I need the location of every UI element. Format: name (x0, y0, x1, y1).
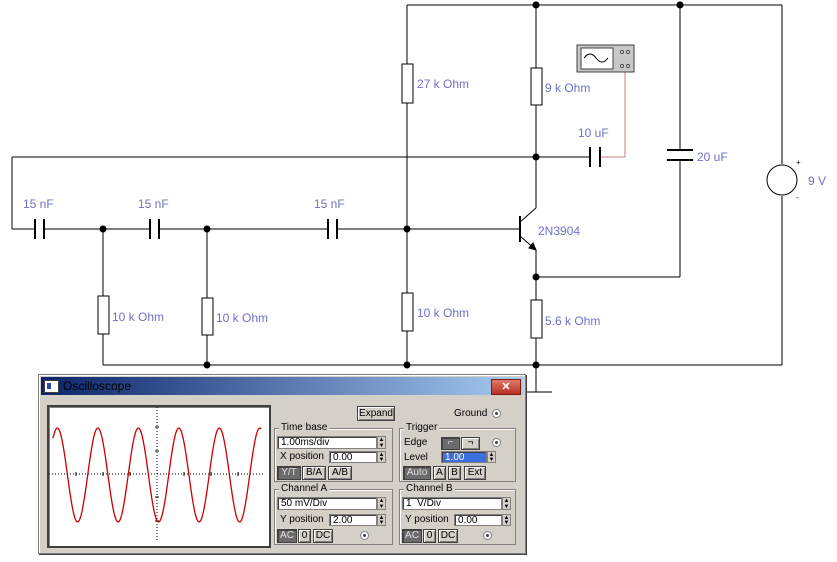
label-9v: 9 V (808, 174, 826, 188)
channel-b-scale-field[interactable]: 1 V/Div (402, 497, 502, 510)
capacitor-20uf (667, 149, 693, 161)
time-base-spinner[interactable]: ▲▼ (377, 436, 386, 449)
trigger-level-spinner[interactable]: ▲▼ (487, 451, 496, 463)
trigger-b-button[interactable]: B (448, 466, 461, 480)
label-27k: 27 k Ohm (417, 77, 469, 91)
channel-b-ac-button[interactable]: AC (402, 529, 422, 543)
label-5-6k: 5.6 k Ohm (545, 314, 600, 328)
label-10k-3: 10 k Ohm (417, 306, 469, 320)
channel-b-y-position-field[interactable]: 0.00 (454, 514, 502, 526)
mode-ab-button[interactable]: A/B (328, 466, 352, 480)
falling-edge-icon[interactable]: ¬ (461, 437, 480, 450)
expand-button[interactable]: Expand (357, 406, 395, 421)
channel-a-dc-button[interactable]: DC (313, 529, 333, 543)
label-9k: 9 k Ohm (545, 81, 590, 95)
label-10uf: 10 uF (578, 126, 609, 140)
svg-text:-: - (796, 193, 799, 202)
window-title: Oscilloscope (63, 379, 132, 393)
channel-a-zero-button[interactable]: 0 (298, 529, 311, 543)
channel-a-y-position-spinner[interactable]: ▲▼ (377, 514, 386, 526)
channel-a-group: Channel A (274, 483, 393, 545)
ground-terminal[interactable] (492, 409, 501, 418)
transistor-2n3904 (519, 207, 537, 251)
resistors (97, 63, 543, 339)
mode-ba-button[interactable]: B/A (302, 466, 326, 480)
trigger-title: Trigger (404, 422, 440, 433)
resistor-5-6k (530, 299, 543, 339)
waveform-plot (49, 407, 265, 542)
edge-label: Edge (404, 437, 428, 448)
oscilloscope-app-icon (44, 380, 59, 393)
rising-edge-icon[interactable]: ⌐ (441, 437, 460, 450)
label-15nf-2: 15 nF (138, 197, 169, 211)
channel-b-y-position-spinner[interactable]: ▲▼ (502, 514, 511, 526)
trigger-group: Trigger (399, 422, 516, 482)
x-position-label: X position (280, 451, 324, 462)
x-position-spinner[interactable]: ▲▼ (377, 451, 386, 463)
capacitor-10uf (589, 147, 601, 167)
resistor-9k (530, 67, 543, 106)
channel-a-scale-field[interactable]: 50 mV/Div (277, 497, 377, 510)
time-base-title: Time base (279, 422, 330, 433)
time-base-group: Time base (274, 422, 393, 482)
channel-b-terminal[interactable] (483, 531, 492, 540)
trigger-auto-button[interactable]: Auto (403, 466, 431, 480)
trigger-ext-terminal[interactable] (492, 438, 501, 447)
capacitor-15nf-2 (149, 219, 160, 239)
label-transistor: 2N3904 (538, 224, 580, 238)
trigger-a-button[interactable]: A (433, 466, 446, 480)
label-10k-1: 10 k Ohm (112, 310, 164, 324)
battery-9v: + - (766, 158, 801, 202)
channel-b-group: Channel B (399, 483, 516, 545)
label-15nf-3: 15 nF (314, 197, 345, 211)
channel-a-y-position-field[interactable]: 2.00 (329, 514, 377, 526)
label-20uf: 20 uF (697, 150, 728, 164)
channel-a-ac-button[interactable]: AC (277, 529, 297, 543)
channel-b-dc-button[interactable]: DC (438, 529, 458, 543)
capacitors (34, 147, 693, 239)
channel-a-title: Channel A (279, 483, 330, 494)
grid-ticks (75, 426, 239, 522)
svg-text:+: + (796, 158, 801, 167)
resistor-27k (401, 63, 414, 104)
wires (11, 4, 783, 393)
channel-b-scale-spinner[interactable]: ▲▼ (502, 497, 511, 510)
resistor-10k-3 (401, 292, 414, 332)
resistor-10k-2 (201, 297, 214, 336)
level-label: Level (404, 452, 428, 463)
channel-a-y-position-label: Y position (280, 514, 324, 525)
label-10k-2: 10 k Ohm (216, 311, 268, 325)
channel-a-scale-spinner[interactable]: ▲▼ (377, 497, 386, 510)
oscilloscope-window[interactable]: Oscilloscope ✕ Expand Gro (38, 374, 526, 554)
channel-b-y-position-label: Y position (405, 514, 449, 525)
ground-label: Ground (454, 408, 488, 419)
trigger-level-field[interactable]: 1.00 (441, 451, 487, 463)
resistor-10k-1 (97, 295, 110, 335)
capacitor-15nf-1 (34, 219, 45, 239)
component-labels: 27 k Ohm 9 k Ohm 10 uF 20 uF 9 V 15 nF 1… (23, 77, 826, 328)
capacitor-15nf-3 (327, 219, 338, 239)
channel-b-zero-button[interactable]: 0 (423, 529, 436, 543)
channel-a-terminal[interactable] (360, 531, 369, 540)
close-button[interactable]: ✕ (491, 379, 521, 395)
label-15nf-1: 15 nF (23, 197, 54, 211)
title-bar[interactable]: Oscilloscope ✕ (41, 377, 523, 395)
time-base-scale-field[interactable]: 1.00ms/div (277, 436, 377, 449)
channel-b-title: Channel B (404, 483, 455, 494)
mode-yt-button[interactable]: Y/T (277, 466, 301, 480)
scope-display (47, 405, 271, 548)
junction-dots (99, 1, 684, 369)
trigger-ext-button[interactable]: Ext (464, 466, 486, 480)
channel-a-trace (52, 427, 262, 523)
x-position-field[interactable]: 0.00 (329, 451, 377, 463)
scope-probe (576, 44, 635, 157)
